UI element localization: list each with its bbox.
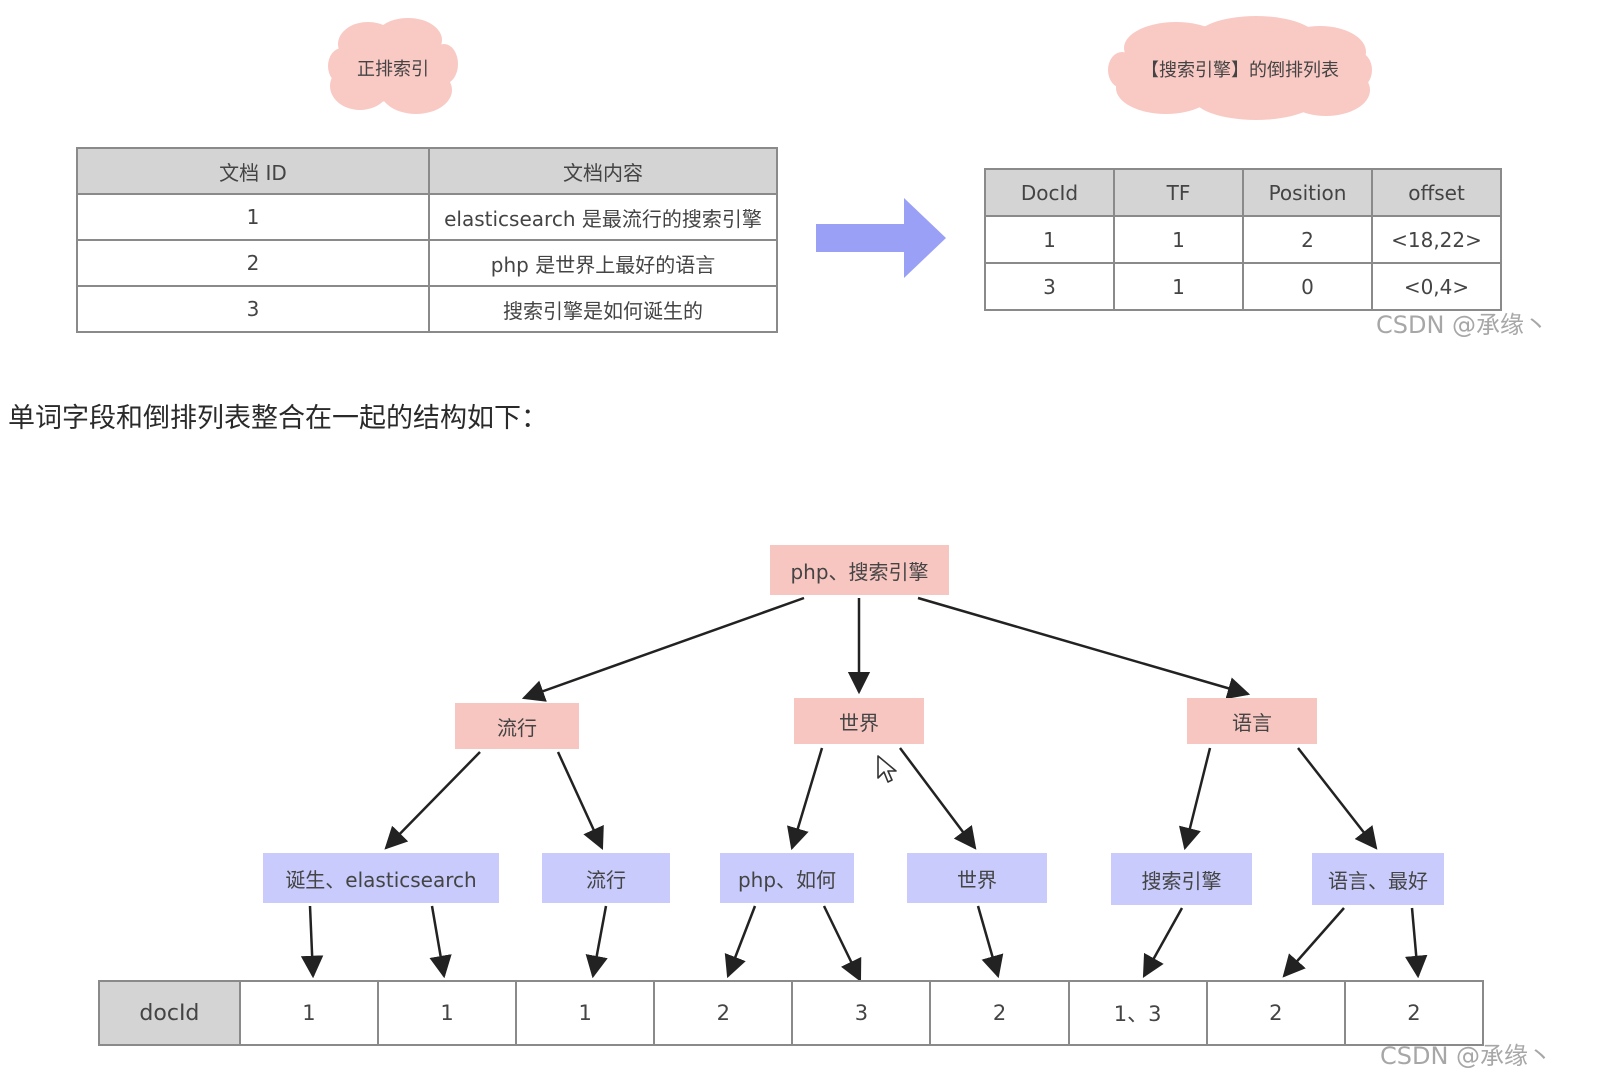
cell-position: 2	[1242, 215, 1373, 264]
cell-docid: 3	[984, 262, 1115, 311]
docid-cell: 2	[929, 982, 1068, 1044]
docid-cell: 2	[1343, 982, 1482, 1044]
tree-leaf-node: 搜索引擎	[1111, 853, 1252, 905]
table-row: 1 1 2 <18,22>	[984, 215, 1502, 264]
table-row: 2 php 是世界上最好的语言	[76, 239, 778, 287]
docid-cell: 1、3	[1067, 982, 1206, 1044]
cell-tf: 1	[1113, 215, 1244, 264]
tree-node-level1: 流行	[455, 703, 579, 749]
inverted-list-cloud	[1108, 16, 1372, 120]
cell-doc-id: 3	[76, 285, 430, 333]
cell-doc-content: 搜索引擎是如何诞生的	[428, 285, 778, 333]
tree-leaf-node: 诞生、elasticsearch	[263, 853, 499, 903]
tree-leaf-node: 世界	[907, 853, 1047, 903]
watermark-top: CSDN @承缘丶	[1376, 311, 1549, 339]
big-right-arrow-icon	[816, 198, 946, 278]
docid-cell: 3	[791, 982, 930, 1044]
table-row: 3 1 0 <0,4>	[984, 262, 1502, 311]
tree-node-level1: 世界	[794, 698, 924, 744]
cell-doc-id: 2	[76, 239, 430, 287]
inverted-list-table: DocId TF Position offset 1 1 2 <18,22> 3…	[984, 168, 1502, 311]
forward-index-cloud	[328, 18, 458, 114]
docid-cell: 1	[515, 982, 654, 1044]
cell-docid: 1	[984, 215, 1115, 264]
cell-doc-content: elasticsearch 是最流行的搜索引擎	[428, 193, 778, 241]
header-tf: TF	[1113, 168, 1244, 217]
tree-leaf-node: php、如何	[720, 853, 854, 903]
docid-cell: 2	[653, 982, 792, 1044]
tree-node-level1: 语言	[1187, 698, 1317, 744]
inverted-list-label: 【搜索引擎】的倒排列表	[1141, 60, 1339, 81]
header-position: Position	[1242, 168, 1373, 217]
forward-index-table: 文档 ID 文档内容 1 elasticsearch 是最流行的搜索引擎 2 p…	[76, 147, 778, 333]
cell-offset: <18,22>	[1371, 215, 1502, 264]
docid-cell: 2	[1205, 982, 1344, 1044]
docid-cell: 1	[238, 982, 377, 1044]
header-docid: DocId	[984, 168, 1115, 217]
cell-tf: 1	[1113, 262, 1244, 311]
cell-offset: <0,4>	[1371, 262, 1502, 311]
tree-leaf-node: 语言、最好	[1312, 853, 1444, 905]
cell-doc-content: php 是世界上最好的语言	[428, 239, 778, 287]
mouse-cursor-icon	[877, 755, 897, 783]
header-offset: offset	[1371, 168, 1502, 217]
cell-position: 0	[1242, 262, 1373, 311]
tree-leaf-node: 流行	[542, 853, 670, 903]
header-doc-id: 文档 ID	[76, 147, 430, 195]
docid-header: docId	[100, 982, 239, 1044]
forward-index-label: 正排索引	[357, 59, 429, 80]
cell-doc-id: 1	[76, 193, 430, 241]
watermark-bottom: CSDN @承缘丶	[1380, 1042, 1553, 1070]
section-caption: 单词字段和倒排列表整合在一起的结构如下：	[8, 403, 548, 434]
header-doc-content: 文档内容	[428, 147, 778, 195]
table-row: 3 搜索引擎是如何诞生的	[76, 285, 778, 333]
docid-strip: docId 1 1 1 2 3 2 1、3 2 2	[98, 980, 1484, 1046]
table-row: 1 elasticsearch 是最流行的搜索引擎	[76, 193, 778, 241]
docid-cell: 1	[376, 982, 516, 1044]
tree-root-node: php、搜索引擎	[770, 545, 949, 595]
